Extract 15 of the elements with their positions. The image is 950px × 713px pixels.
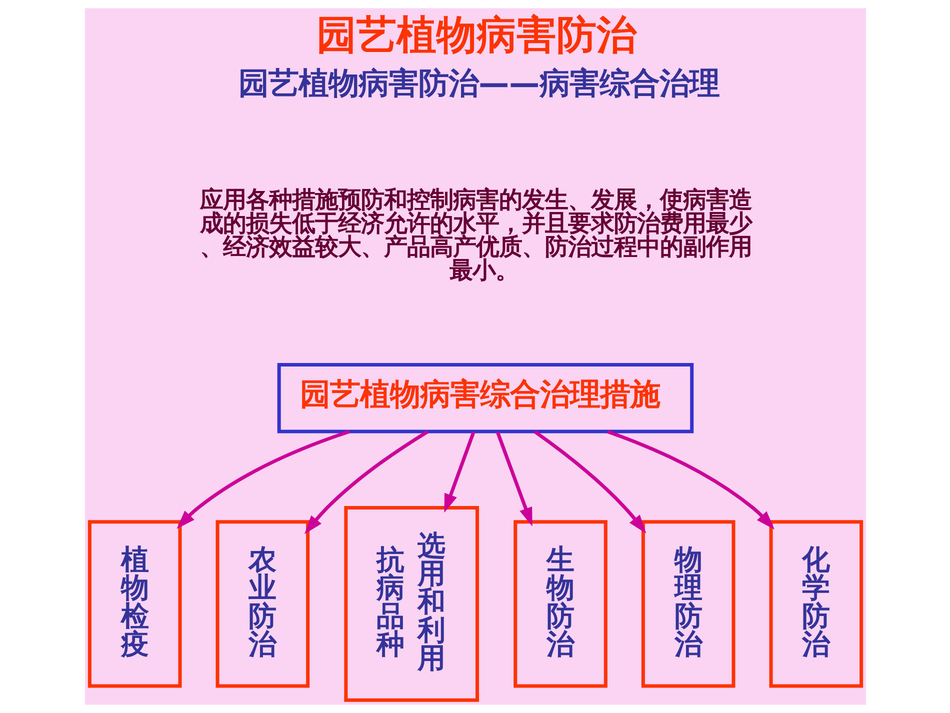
node-box: 农业防治 [215,520,310,688]
diagram-title: 园艺植物病害防治 [316,12,636,58]
arrow [444,431,475,513]
arrow [606,430,774,530]
arrow [304,430,428,534]
label: 应用各种措施预防和控制病害的发生、发展，使病害造成的损失低于经济允许的水平，并且要求防治费用最少、经济效益较大、产品高产优质、防治过程中的副作用最小。 [199,186,752,284]
node-box: 园艺植物病害综合治理措施 [276,362,694,434]
arrow [533,430,646,534]
node-box: 化学防治 [768,520,863,688]
node-box: 物理防治 [640,520,735,688]
arrow [495,431,532,526]
arrow [176,430,350,529]
label: 园艺植物病害防治——病害综合治理 [238,66,720,102]
node-box: 植物检疫 [87,520,182,688]
node-box: 生物防治 [513,520,607,688]
